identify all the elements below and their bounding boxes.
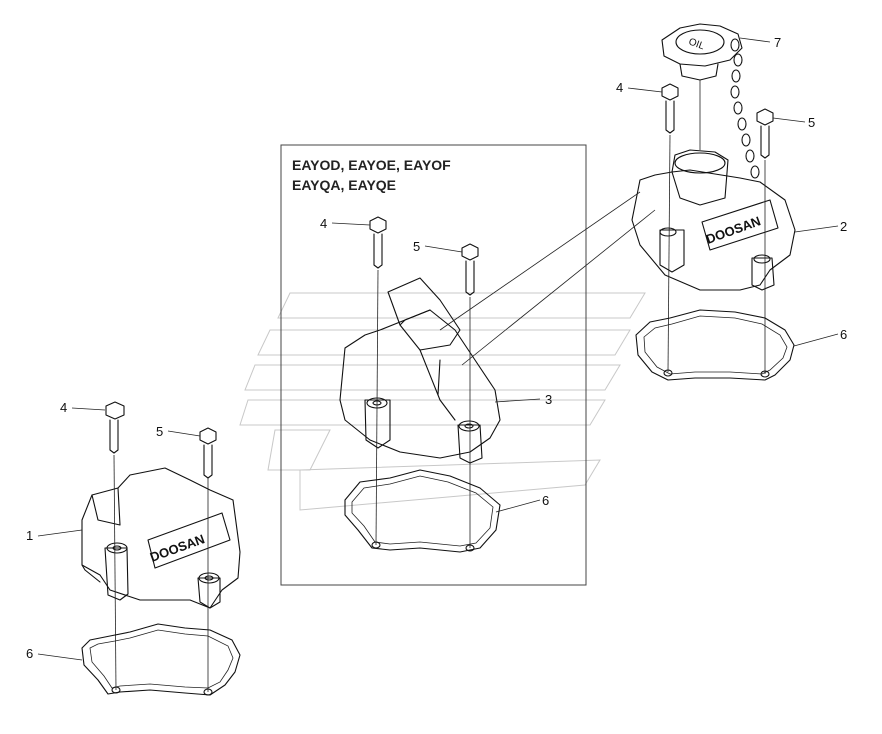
- bolt-4-left: [105, 401, 125, 454]
- callout-6-center: 6: [542, 493, 549, 508]
- callout-7: 7: [774, 35, 781, 50]
- callout-6-right: 6: [840, 327, 847, 342]
- axis-line: [667, 134, 671, 373]
- bolt-4-center: [369, 216, 387, 269]
- rocker-cover-right: DOOSAN: [631, 149, 796, 291]
- callout-1: 1: [26, 528, 33, 543]
- rocker-cover-center: [339, 277, 501, 464]
- bolt-4-right: [661, 83, 679, 134]
- callout-2: 2: [840, 219, 847, 234]
- callout-leaders: [37, 37, 839, 661]
- gasket-6-center: [344, 469, 501, 553]
- oil-filler-cap: OIL: [661, 23, 743, 81]
- chain: [730, 38, 760, 179]
- oil-cap-label: OIL: [687, 36, 706, 52]
- callout-6-left: 6: [26, 646, 33, 661]
- gasket-6-left: [81, 623, 241, 696]
- callout-5-right: 5: [808, 115, 815, 130]
- callout-4-left: 4: [60, 400, 67, 415]
- bolt-5-left: [199, 427, 217, 479]
- watermark: [239, 292, 646, 511]
- bolt-5-right: [756, 108, 774, 159]
- callout-5-left: 5: [156, 424, 163, 439]
- leader-line: [461, 209, 656, 366]
- callout-4-right: 4: [616, 80, 623, 95]
- gasket-6-right: [635, 309, 795, 381]
- variant-line-2: EAYQA, EAYQE: [292, 177, 396, 193]
- callout-5-center: 5: [413, 239, 420, 254]
- leader-line: [439, 191, 641, 331]
- axis-line: [375, 269, 379, 546]
- bolt-5-center: [461, 243, 479, 296]
- callout-3: 3: [545, 392, 552, 407]
- axis-line: [113, 454, 117, 691]
- callout-4-center: 4: [320, 216, 327, 231]
- variant-line-1: EAYOD, EAYOE, EAYOF: [292, 157, 451, 173]
- rocker-cover-left: DOOSAN: [81, 467, 241, 609]
- variant-frame: [280, 144, 587, 586]
